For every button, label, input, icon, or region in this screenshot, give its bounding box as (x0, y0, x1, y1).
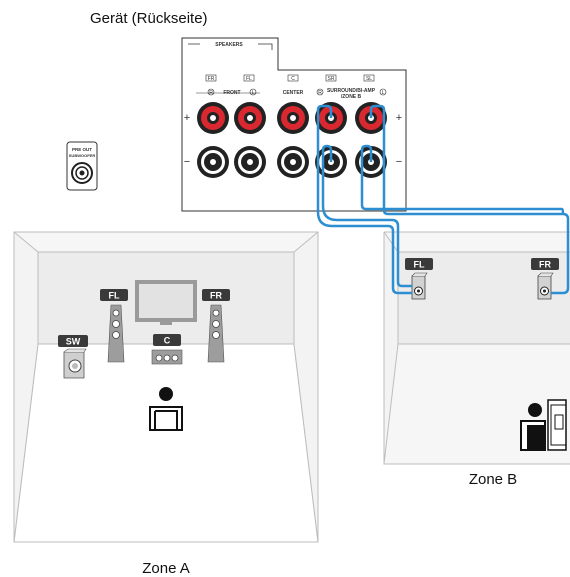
plus-sign-right: + (396, 112, 402, 124)
minus-sign-left: − (184, 156, 190, 168)
pre-out-subwoofer-jack: PRE OUT SUBWOOFER (66, 141, 98, 191)
zone-a-fr-tag: FR (210, 291, 222, 301)
zone-a-c-tag: C (164, 336, 171, 346)
marker-l-surround: L (382, 90, 385, 96)
plus-sign-left: + (184, 112, 190, 124)
zone-a-listener (149, 387, 183, 431)
zone-a-label: Zone A (142, 560, 190, 577)
tag-c: C (291, 76, 295, 82)
zone-a-fl-speaker: FL (100, 289, 128, 363)
zone-a-subwoofer: SW (58, 335, 88, 379)
marker-l-front: L (252, 90, 255, 96)
terminal-fl-minus (234, 146, 266, 178)
zone-a-sw-tag: SW (66, 337, 81, 347)
terminal-tags: FR FL C SR SL (205, 74, 375, 82)
terminal-c-plus (277, 102, 309, 134)
device-title: Gerät (Rückseite) (90, 10, 208, 27)
zone-b-fl-speaker: FL (405, 258, 433, 300)
zone-b-label-panel: /ZONE B (341, 94, 362, 100)
tag-fl: FL (246, 76, 252, 82)
subwoofer-label: SUBWOOFER (69, 153, 96, 158)
zone-b-fr-speaker: FR (531, 258, 559, 300)
terminal-fr-plus (197, 102, 229, 134)
tag-sl: SL (366, 76, 372, 82)
marker-r-surround: R (318, 90, 322, 96)
zone-b-fl-tag: FL (414, 260, 425, 270)
channel-markers: R L R L (207, 88, 387, 96)
minus-sign-right: − (396, 156, 402, 168)
surround-label: SURROUND/BI-AMP (327, 88, 376, 94)
tag-fr: FR (208, 76, 215, 82)
tv (135, 280, 197, 325)
terminal-fl-plus (234, 102, 266, 134)
marker-r-front: R (209, 90, 213, 96)
speakers-bracket (188, 43, 273, 50)
zone-a-fr-speaker: FR (202, 289, 230, 363)
speakers-label: SPEAKERS (215, 42, 243, 48)
tag-sr: SR (328, 76, 335, 82)
front-label: FRONT (223, 90, 240, 96)
zone-b-fr-tag: FR (539, 260, 551, 270)
terminal-c-minus (277, 146, 309, 178)
zone-a-center-speaker: C (151, 334, 183, 365)
center-label: CENTER (283, 90, 304, 96)
zone-b-listener (520, 399, 567, 451)
terminal-fr-minus (197, 146, 229, 178)
zone-b-label: Zone B (469, 471, 517, 488)
zone-b-cables (316, 104, 570, 295)
zone-a-fl-tag: FL (109, 291, 120, 301)
pre-out-label: PRE OUT (72, 147, 92, 152)
